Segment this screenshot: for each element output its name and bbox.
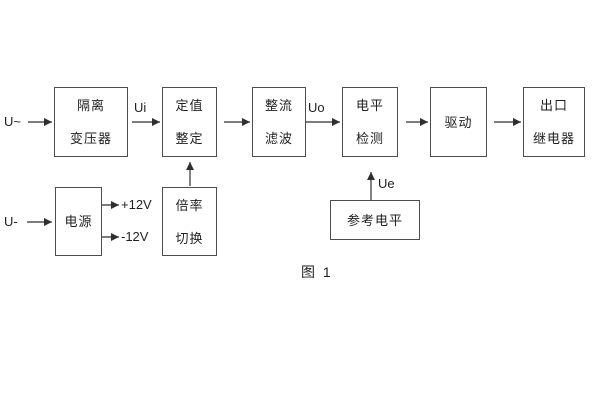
- input-label-dc: U-: [4, 214, 18, 229]
- block-output-relay: 出口 继电器: [523, 87, 585, 157]
- signal-label-uo: Uo: [308, 100, 325, 115]
- block-isolation-transformer: 隔离 变压器: [54, 87, 128, 157]
- block-label: 出口: [539, 98, 568, 113]
- block-label: 参考电平: [346, 212, 403, 228]
- block-label: 定值: [175, 98, 204, 113]
- signal-label-ui: Ui: [134, 100, 147, 115]
- block-rectifier-filter: 整流 滤波: [252, 87, 306, 157]
- block-label: 整流: [264, 98, 293, 113]
- block-level-detect: 电平 检测: [342, 87, 398, 157]
- block-label: 切换: [175, 230, 204, 246]
- block-label: 电源: [64, 214, 93, 229]
- signal-label-ue: Ue: [378, 176, 395, 191]
- block-drive: 驱动: [430, 87, 487, 157]
- block-label: 检测: [355, 131, 384, 146]
- figure-caption: 图 1: [301, 264, 333, 280]
- block-power-supply: 电源: [55, 187, 102, 256]
- block-label: 整定: [175, 131, 204, 146]
- block-reference-level: 参考电平: [330, 200, 420, 240]
- rail-label-neg12v: -12V: [121, 229, 149, 244]
- block-label: 滤波: [264, 131, 293, 146]
- block-label: 隔离: [76, 98, 105, 113]
- block-ratio-switch: 倍率 切换: [162, 187, 217, 256]
- block-label: 变压器: [69, 131, 112, 146]
- block-label: 倍率: [175, 197, 204, 213]
- block-label: 驱动: [444, 114, 473, 130]
- rail-label-pos12v: +12V: [121, 197, 152, 212]
- block-setting-adjust: 定值 整定: [162, 87, 217, 157]
- input-label-ac: U~: [4, 114, 21, 129]
- block-label: 继电器: [532, 131, 575, 146]
- block-label: 电平: [355, 98, 384, 113]
